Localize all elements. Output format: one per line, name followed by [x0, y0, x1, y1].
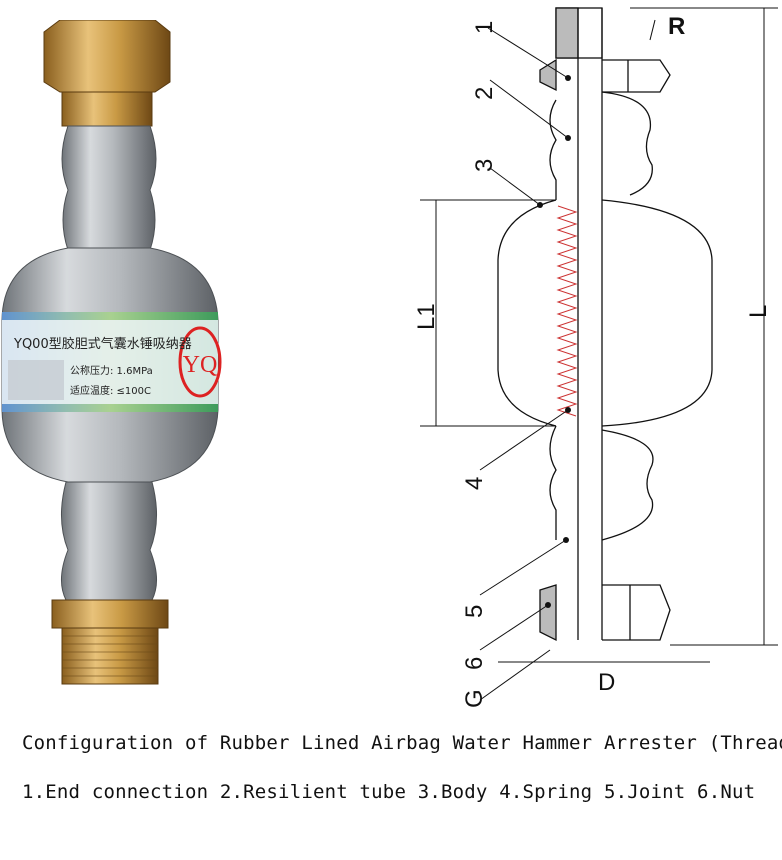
cross-section-drawing: 1 2 3 4 5 6 R L L1 D G — [413, 7, 778, 708]
dim-R: R — [668, 13, 685, 40]
spring-coil — [556, 205, 578, 417]
callout-1: 1 — [471, 21, 498, 34]
lower-nut-outline — [602, 584, 671, 641]
dim-D: D — [598, 669, 615, 696]
callout-4: 4 — [461, 477, 488, 490]
bottom-threaded-fitting — [51, 599, 169, 685]
label-temperature: 适应温度: ≤100C — [70, 384, 151, 397]
callout-3: 3 — [471, 159, 498, 172]
top-hex-nut — [43, 20, 171, 127]
dim-G: G — [461, 689, 488, 708]
airbag-body-right — [601, 199, 713, 427]
dim-L1: L1 — [413, 303, 440, 330]
label-product-name: YQ00型胶胆式气囊水锤吸纳器 — [13, 336, 192, 352]
callout-5: 5 — [461, 605, 488, 618]
lower-neck — [60, 481, 158, 601]
caption-title: Configuration of Rubber Lined Airbag Wat… — [22, 732, 782, 754]
dim-L: L — [745, 305, 772, 318]
caption-parts-list: 1.End connection 2.Resilient tube 3.Body… — [22, 781, 756, 803]
label-pressure: 公称压力: 1.6MPa — [70, 364, 153, 377]
brand-logo-ring — [178, 326, 222, 398]
upper-neck — [61, 125, 157, 251]
label-band: YQ YQ00型胶胆式气囊水锤吸纳器 公称压力: 1.6MPa 适应温度: ≤1… — [2, 312, 222, 412]
airbag-body-left — [497, 199, 557, 427]
upper-nut-outline — [602, 59, 671, 93]
callout-6: 6 — [461, 657, 488, 670]
brand-logo: YQ — [183, 352, 218, 378]
callout-2: 2 — [471, 87, 498, 100]
product-photo: YQ YQ00型胶胆式气囊水锤吸纳器 公称压力: 1.6MPa 适应温度: ≤1… — [1, 20, 222, 685]
